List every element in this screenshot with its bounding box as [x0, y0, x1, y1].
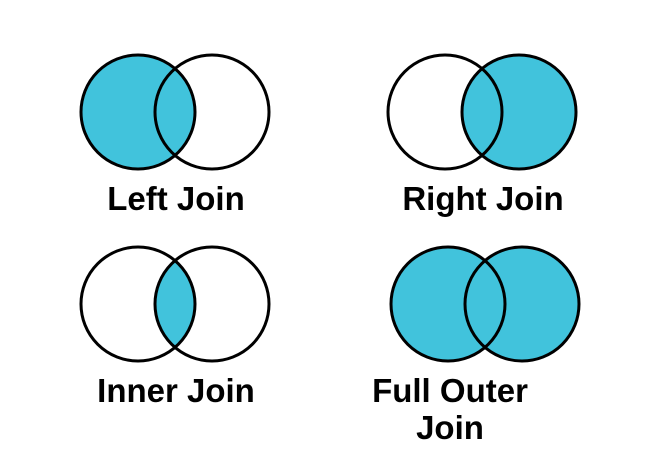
left-circle-outline — [79, 53, 197, 171]
left-circle-outline — [386, 53, 504, 171]
venn-svg-left-join — [79, 53, 271, 171]
panel-full-outer-join: Full Outer Join — [330, 242, 581, 447]
right-circle-outline — [153, 53, 271, 171]
panel-left-join: Left Join — [56, 50, 296, 218]
venn-full-outer-join — [387, 242, 585, 366]
panel-inner-join: Inner Join — [56, 242, 296, 410]
right-circle-outline — [463, 245, 581, 363]
venn-svg-right-join — [386, 53, 578, 171]
label-left-join: Left Join — [107, 180, 245, 217]
venn-left-join — [77, 50, 275, 174]
venn-svg-full-outer-join — [389, 245, 581, 363]
intersection-fill — [155, 55, 195, 169]
venn-right-join — [384, 50, 582, 174]
intersection-fill — [155, 247, 195, 361]
left-circle-outline — [79, 245, 197, 363]
left-circle-outline — [389, 245, 507, 363]
intersection-fill — [465, 247, 505, 361]
label-right-join: Right Join — [402, 180, 564, 217]
label-inner-join: Inner Join — [97, 372, 255, 409]
venn-inner-join — [77, 242, 275, 366]
right-circle-outline — [460, 53, 578, 171]
label-full-outer-join: Full Outer Join — [372, 372, 528, 446]
panel-right-join: Right Join — [363, 50, 603, 218]
venn-svg-inner-join — [79, 245, 271, 363]
intersection-fill — [462, 55, 502, 169]
right-circle-outline — [153, 245, 271, 363]
